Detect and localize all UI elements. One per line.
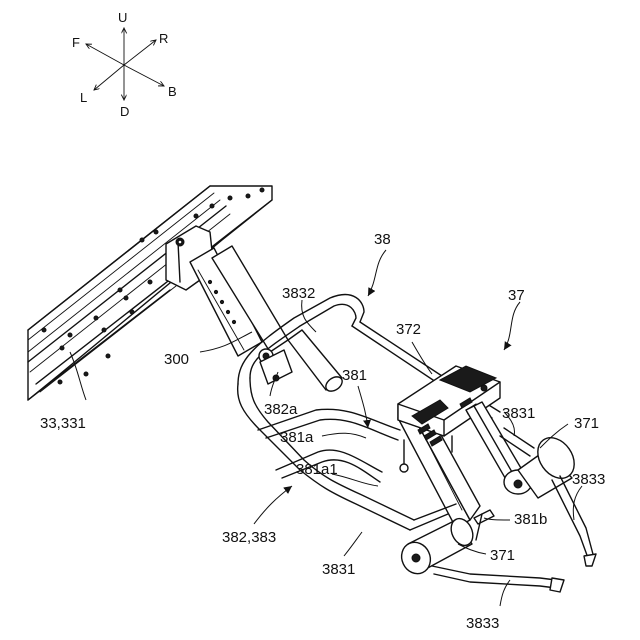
label-381a: 381a [280, 429, 314, 446]
leader-381a [322, 433, 366, 438]
leader-381 [358, 386, 368, 428]
label-381: 381 [342, 367, 367, 384]
leader-3831-left [344, 532, 362, 556]
compass-arrow-back [124, 65, 164, 86]
compass-arrow-front [86, 44, 124, 65]
leader-38 [368, 250, 386, 296]
direction-compass: U D F B L R [72, 10, 177, 119]
leader-37 [504, 302, 520, 350]
label-382-383: 382,383 [222, 529, 276, 546]
label-381b: 381b [514, 511, 547, 528]
compass-label-back: B [168, 84, 177, 99]
compass-label-left: L [80, 90, 87, 105]
label-3833-bottom: 3833 [466, 615, 499, 632]
label-3832: 3832 [282, 285, 315, 302]
label-371-left: 371 [490, 547, 515, 564]
compass-arrow-left [94, 65, 124, 90]
label-38: 38 [374, 231, 391, 248]
leader-3832 [302, 300, 316, 332]
label-frame: 33,331 [40, 415, 86, 432]
leader-3833-right [573, 486, 582, 520]
compass-label-right: R [159, 31, 168, 46]
compass-arrow-right [124, 40, 156, 65]
compass-label-up: U [118, 10, 127, 25]
label-3831-left: 3831 [322, 561, 355, 578]
label-3831-right: 3831 [502, 405, 535, 422]
label-3833-right: 3833 [572, 471, 605, 488]
compass-label-front: F [72, 35, 80, 50]
label-382a: 382a [264, 401, 298, 418]
label-372: 372 [396, 321, 421, 338]
compass-label-down: D [120, 104, 129, 119]
label-37: 37 [508, 287, 525, 304]
label-381a1: 381a1 [296, 461, 338, 478]
label-300: 300 [164, 351, 189, 368]
label-371-right: 371 [574, 415, 599, 432]
leader-382-383 [254, 486, 292, 524]
